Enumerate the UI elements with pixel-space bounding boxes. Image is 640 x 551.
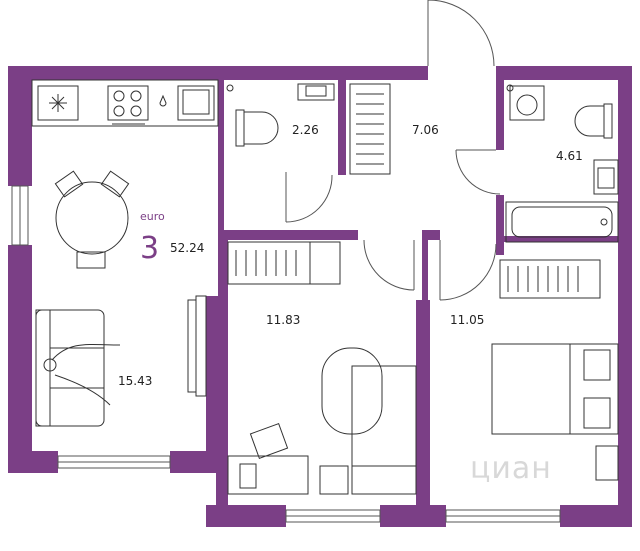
dining-table: [54, 170, 130, 269]
nightstand-2: [595, 445, 619, 481]
bath-large-door: [455, 149, 501, 195]
interior-walls: [218, 80, 618, 388]
vent-icon-2: [506, 84, 514, 92]
area-hallway: 7.06: [412, 123, 439, 137]
room-count: 3: [140, 231, 159, 266]
kitchen-counter: [31, 79, 219, 127]
area-kitchen-living: 15.43: [118, 374, 152, 388]
tv-unit: [187, 295, 207, 397]
vent-icon: [226, 84, 234, 92]
water-drop-icon: [159, 94, 167, 107]
bedroom1-door: [363, 239, 415, 291]
total-area: 52.24: [170, 241, 204, 255]
wardrobe-bedroom1: [227, 241, 341, 285]
desk: [227, 423, 309, 495]
freezer-icon: [49, 94, 67, 112]
bathtub: [505, 201, 619, 243]
armchair-bed: [321, 347, 417, 495]
entrance-door: [427, 0, 495, 67]
windows: [11, 185, 561, 523]
exterior-walls: [8, 66, 632, 527]
washing-machine: [509, 85, 545, 121]
hall-wardrobe: [349, 83, 391, 175]
toilet-large: [574, 103, 613, 139]
stove-icon: [112, 90, 145, 125]
wardrobe-bedroom2: [499, 259, 601, 299]
sofa: [35, 309, 121, 427]
area-bathroom-small: 2.26: [292, 123, 319, 137]
area-bathroom-large: 4.61: [556, 149, 583, 163]
bedroom2-door: [439, 240, 497, 301]
apartment-type-label: euro: [140, 210, 165, 223]
nightstand-1: [319, 465, 349, 495]
doors: [285, 0, 501, 301]
area-bedroom-2: 11.05: [450, 313, 484, 327]
watermark: циан: [470, 451, 552, 486]
sink-small: [297, 83, 335, 101]
bathroom-door: [285, 172, 333, 223]
toilet-small: [235, 109, 279, 147]
double-bed: [491, 343, 619, 435]
sink-large: [593, 159, 619, 195]
area-bedroom-1: 11.83: [266, 313, 300, 327]
